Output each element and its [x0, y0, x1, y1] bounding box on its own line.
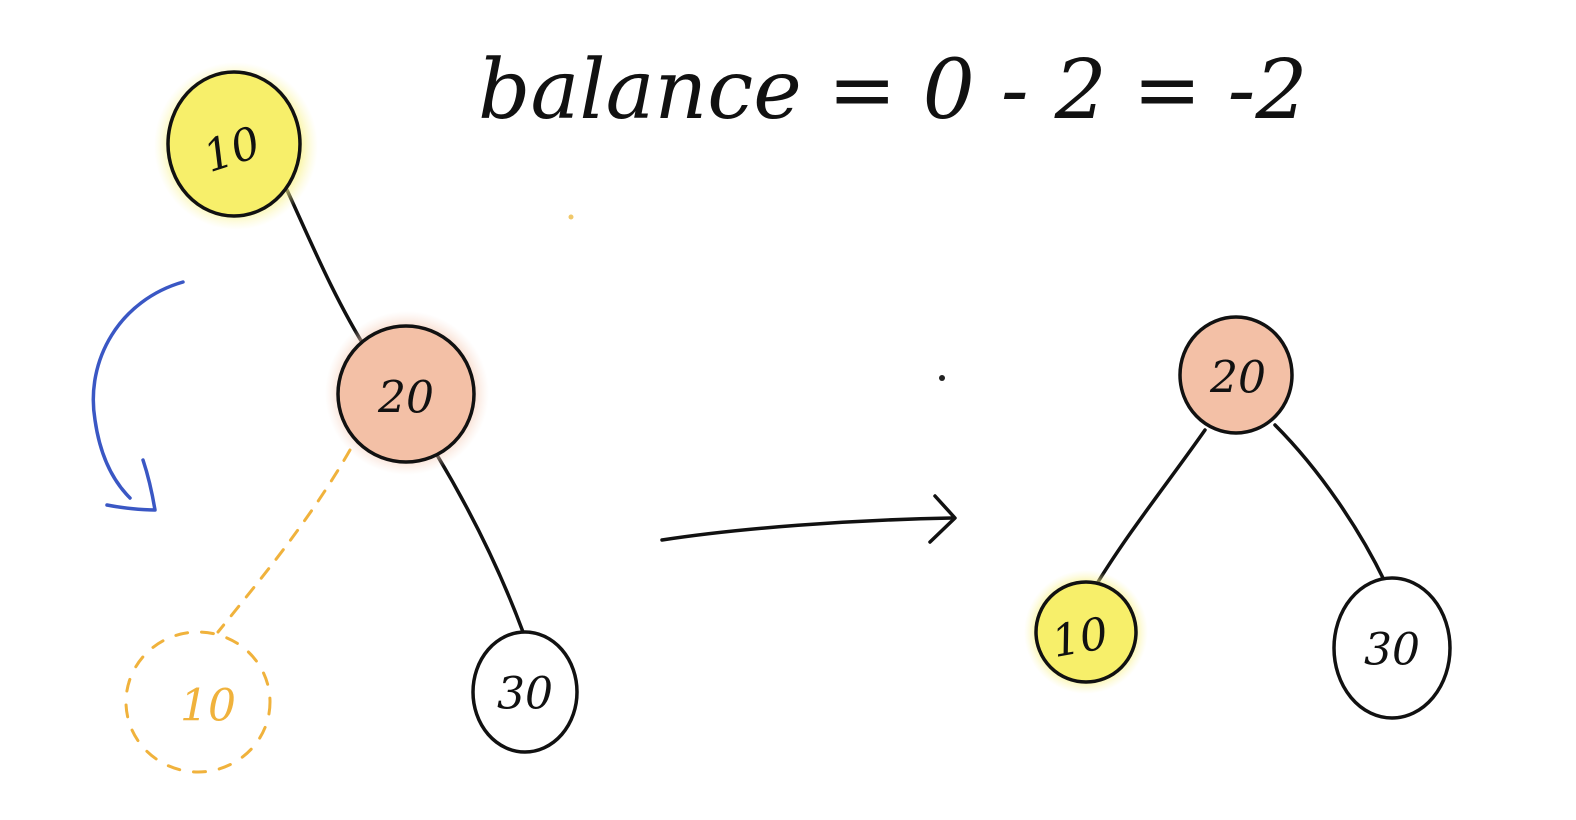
stray-dot-2 [568, 214, 574, 220]
curved-arrow-icon [91, 280, 185, 512]
after-node-left-label: 10 [1048, 608, 1112, 668]
node-middle: 20 [325, 311, 489, 475]
stray-dot [939, 375, 945, 381]
after-node-right-label: 30 [1364, 625, 1420, 676]
after-node-root: 20 [1178, 315, 1294, 435]
node-middle-circle [336, 324, 476, 464]
edge-10-to-20 [285, 188, 370, 354]
after-node-right-circle [1332, 576, 1452, 720]
edge-20-to-30 [435, 453, 525, 634]
right-arrow-icon [660, 494, 957, 544]
ghost-node: 10 [124, 630, 272, 774]
node-root: 10 [154, 62, 318, 230]
node-leaf-circle [471, 630, 579, 754]
node-middle-label: 20 [377, 373, 434, 424]
node-leaf-label: 30 [497, 669, 553, 720]
node-root-circle [166, 70, 302, 218]
after-node-right: 30 [1332, 576, 1452, 720]
edge-20-to-30 [1273, 423, 1387, 584]
after-node-left: 10 [1024, 570, 1148, 694]
edge-20-to-10 [1096, 428, 1207, 584]
before-tree: 10 20 30 10 [91, 62, 579, 774]
ghost-node-label: 10 [180, 681, 236, 732]
after-node-root-circle [1178, 315, 1294, 435]
ghost-edge [216, 448, 352, 634]
node-leaf: 30 [471, 630, 579, 754]
after-tree: 20 10 30 [1024, 315, 1452, 720]
balance-formula: balance = 0 - 2 = -2 [478, 43, 1308, 138]
after-node-root-label: 20 [1209, 353, 1266, 404]
ghost-node-circle [124, 630, 272, 774]
after-node-left-circle [1034, 580, 1138, 684]
